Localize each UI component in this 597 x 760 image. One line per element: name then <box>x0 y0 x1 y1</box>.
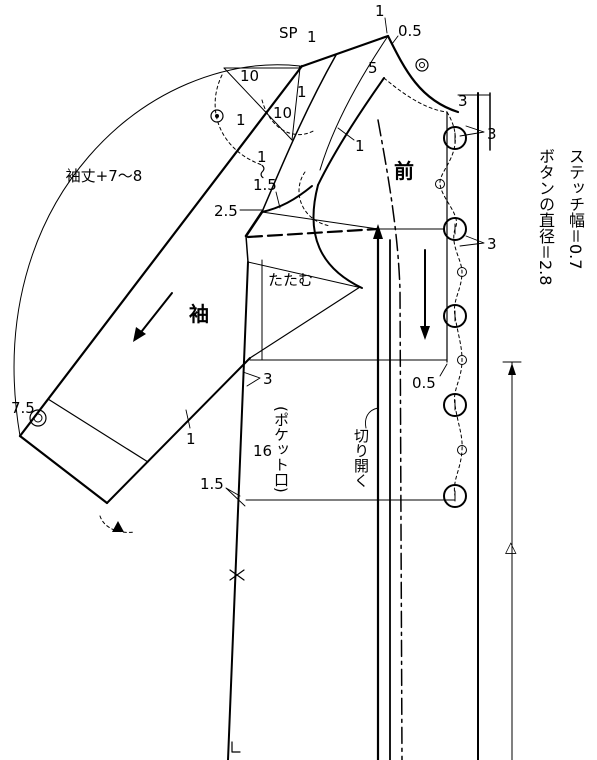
label-length-mark: △ <box>505 538 517 556</box>
label-neck-top-ease: 0.5 <box>398 22 422 40</box>
label-neck-ext: 3 <box>458 92 468 110</box>
label-cuff-width: 7.5 <box>11 399 35 417</box>
fold-line <box>247 261 363 289</box>
label-front: 前 <box>394 159 414 183</box>
label-slope-offset-b: 1 <box>236 111 246 129</box>
shoulder-line <box>298 34 390 69</box>
button-circle-icon <box>443 126 467 150</box>
label-sleeve: 袖 <box>189 302 209 326</box>
sp-dashed-arc <box>214 74 263 166</box>
cuff-fold-line <box>47 398 149 463</box>
leader-lines <box>185 17 485 507</box>
buttonhole-mark-icon <box>435 179 445 189</box>
hem-dashed-arc <box>99 515 136 533</box>
stitch-dashed-line <box>439 111 463 497</box>
label-underarm-range-sep: 〜 <box>253 164 271 179</box>
label-raglan-curve-offset: 1 <box>355 137 365 155</box>
sleeve-front-raglan <box>261 54 337 213</box>
label-underarm-drop: 3 <box>263 370 273 388</box>
button-circle-icon <box>443 304 467 328</box>
label-stitch-width: ステッチ幅＝0.7 <box>566 148 585 270</box>
sleeve-grain-arrow-icon <box>133 292 173 342</box>
slash-arrow-head <box>373 224 383 239</box>
label-neck-top-offset: 1 <box>375 2 385 20</box>
corner-mark-icon <box>231 741 241 753</box>
button-circle-icon <box>443 393 467 417</box>
neckline-curve <box>386 34 460 114</box>
label-pocket-side: 1.5 <box>200 475 224 493</box>
label-pocket-depth: 16 <box>253 442 272 460</box>
label-underarm-width: 2.5 <box>214 202 238 220</box>
label-front-ext-top: 3 <box>487 125 497 143</box>
armhole-curve <box>312 184 363 289</box>
label-slash-open: 切り開く <box>352 428 370 488</box>
side-top-line <box>245 235 249 263</box>
label-sp: SP <box>279 24 298 42</box>
front-raglan-guide <box>319 35 389 171</box>
sleeve-underarm-upper <box>249 286 361 359</box>
center-guide-dash-dot <box>377 119 403 760</box>
underarm-corner <box>244 210 264 238</box>
circle-dot-mark-icon <box>415 58 429 72</box>
length-measure-line <box>502 361 522 760</box>
armhole-dashed-curve <box>298 171 331 227</box>
bust-dashed-line <box>246 227 380 239</box>
label-sp-offset: 1 <box>307 28 317 46</box>
label-underarm-low-2: 1.5 <box>253 176 277 194</box>
front-raglan-line <box>317 77 385 186</box>
sleeve-underarm-seam <box>106 357 251 504</box>
button-circle-icon <box>443 484 467 508</box>
neckline-dashed-curve <box>383 77 448 113</box>
label-slope-offset-a: 1 <box>297 83 307 101</box>
buttonhole-mark-icon <box>457 445 467 455</box>
label-underarm-offset: 1 <box>186 430 196 448</box>
label-raglan-neck: 5 <box>368 59 378 77</box>
label-sleeve-slope-h: 10 <box>240 67 259 85</box>
side-seam-line <box>227 261 249 760</box>
sleeve-underarm-curve <box>261 185 313 213</box>
cross-mark-icon <box>229 569 245 581</box>
circle-dot-mark-icon <box>29 409 47 427</box>
sleeve-length-arc <box>13 64 301 437</box>
bust-guide-line <box>261 211 379 230</box>
label-cf-ease: 0.5 <box>412 374 436 392</box>
button-circle-icon <box>443 217 467 241</box>
label-button-diameter: ボタンの直径＝2.8 <box>536 148 555 286</box>
label-front-ext-mid: 3 <box>487 235 497 253</box>
slope-vertical-line <box>291 67 301 141</box>
slope-hypotenuse-line <box>223 67 293 141</box>
sleeve-hem-line <box>18 434 109 505</box>
circle-dot-mark-icon <box>210 109 224 123</box>
label-pocket-opening: (ポケット口) <box>272 406 290 493</box>
sleeve-overarm-line <box>18 64 304 438</box>
label-fold: たたむ <box>268 271 313 289</box>
slope-dashed-arc <box>261 99 316 135</box>
label-sleeve-slope-v: 10 <box>273 104 292 122</box>
filled-triangle-mark-icon <box>112 521 124 532</box>
buttonhole-mark-icon <box>457 355 467 365</box>
front-grain-arrow-icon <box>420 249 430 340</box>
label-sleeve-length: 袖丈+7〜8 <box>66 167 143 185</box>
buttonhole-mark-icon <box>457 267 467 277</box>
label-underarm-low-1: 1 <box>257 148 267 166</box>
